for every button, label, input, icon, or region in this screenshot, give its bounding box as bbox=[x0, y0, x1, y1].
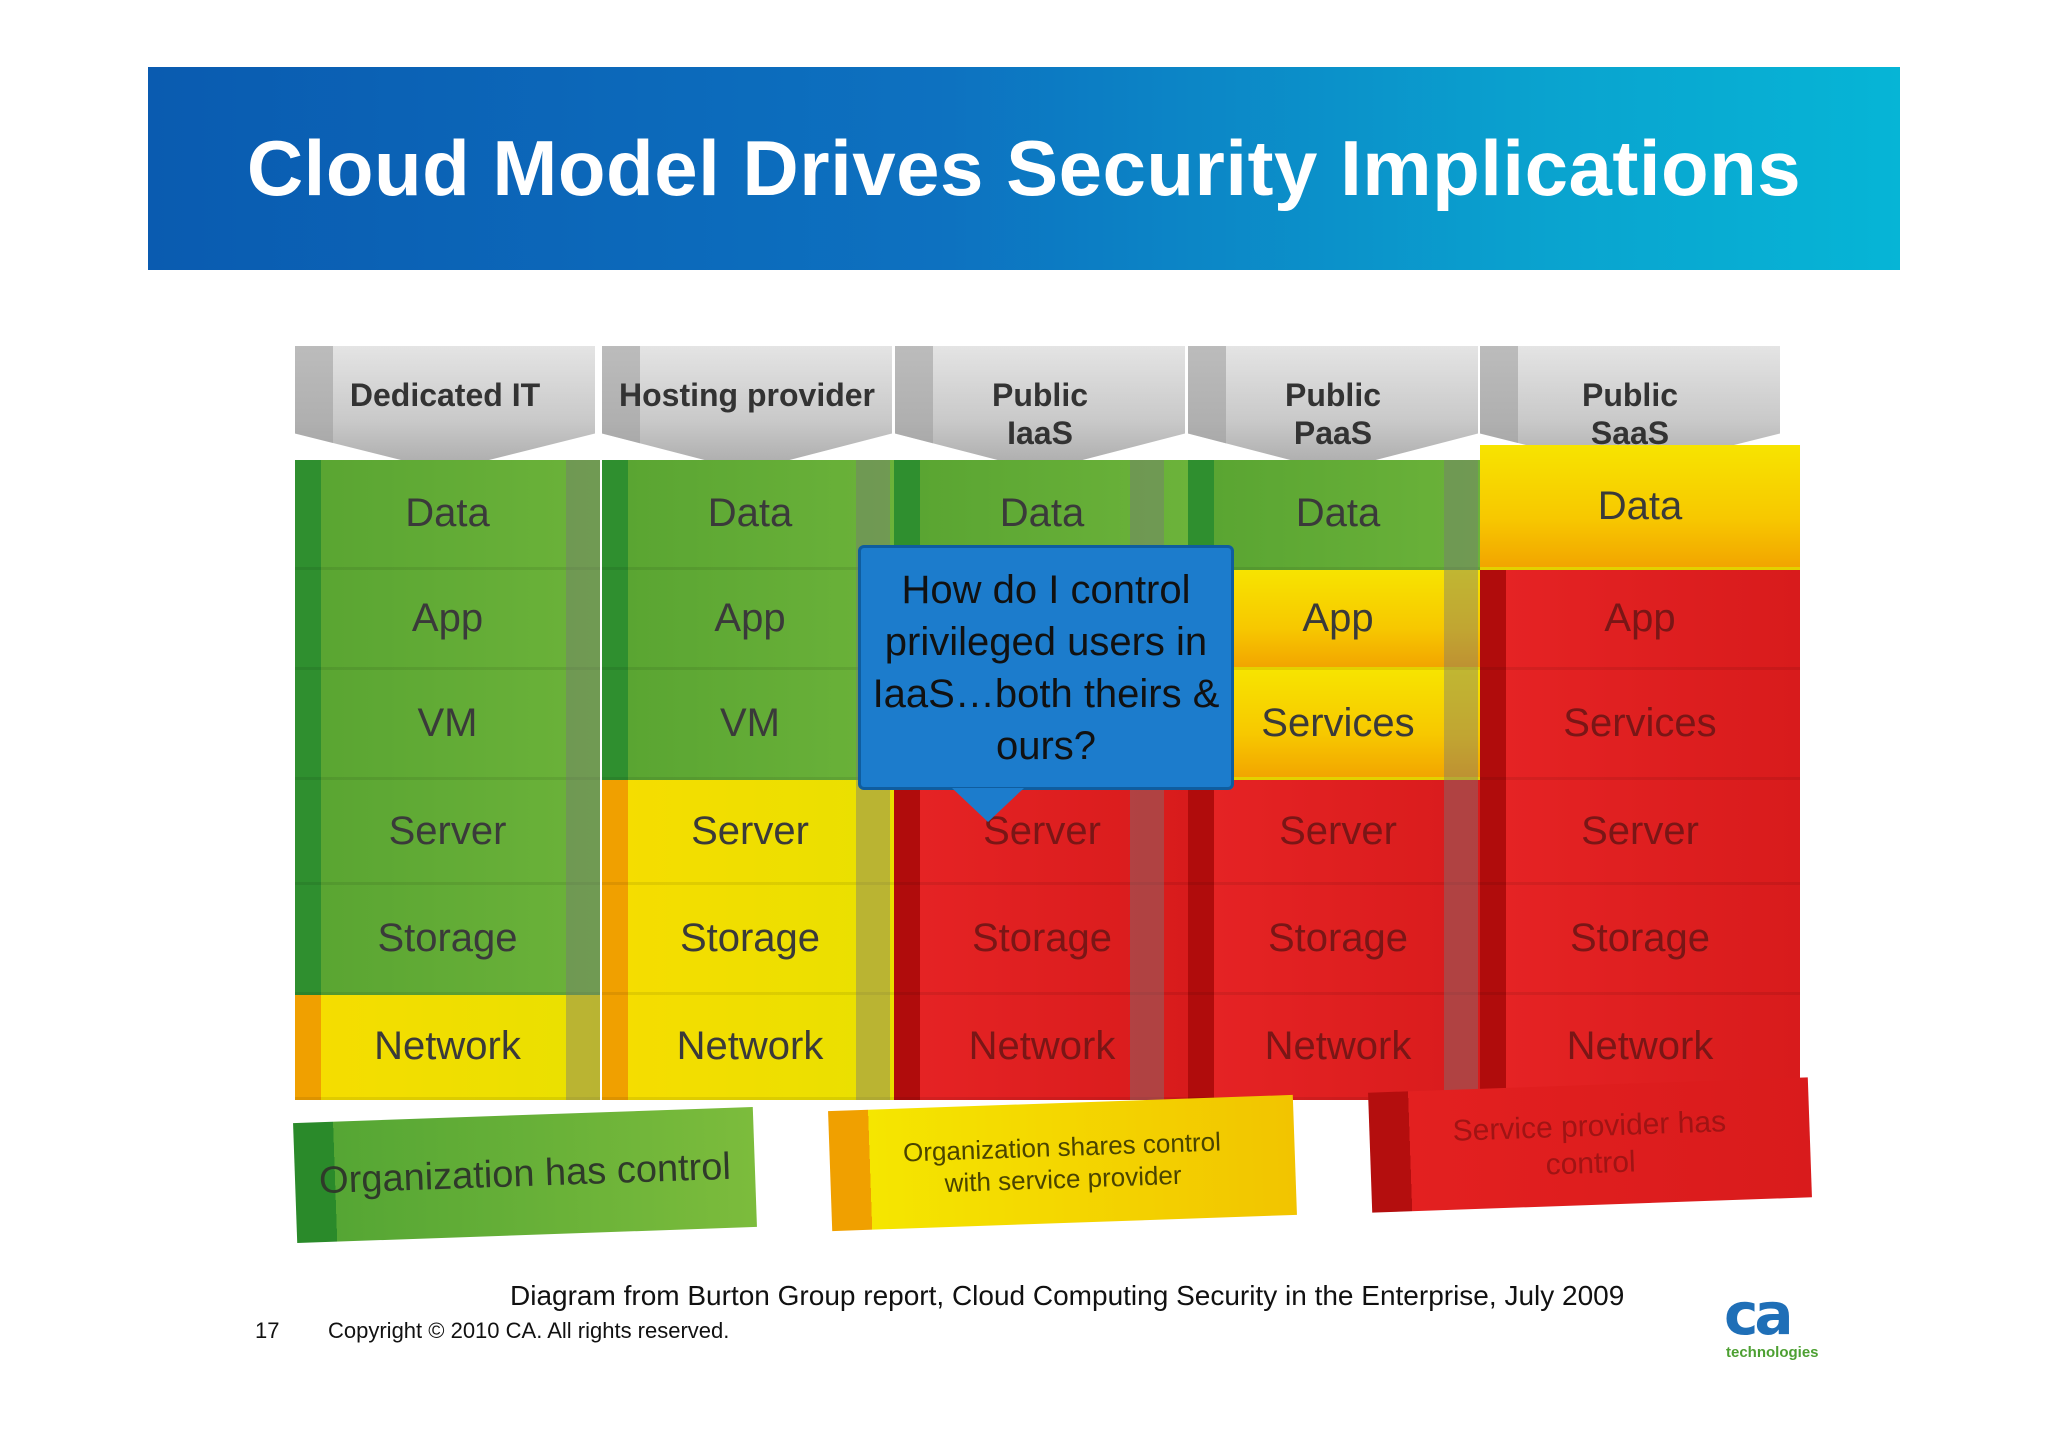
column-divider bbox=[1444, 460, 1478, 1100]
ca-technologies-logo: ca technologies bbox=[1724, 1280, 1819, 1364]
callout-pointer bbox=[952, 788, 1024, 822]
layer-data: Data bbox=[1480, 445, 1800, 570]
layer-services: Services bbox=[1188, 670, 1488, 780]
layer-server: Server bbox=[1480, 780, 1800, 885]
layer-storage: Storage bbox=[894, 885, 1190, 995]
legend-shared-control: Organization shares control with service… bbox=[828, 1094, 1297, 1232]
layer-storage: Storage bbox=[1188, 885, 1488, 995]
layer-network: Network bbox=[295, 995, 600, 1100]
layer-server: Server bbox=[295, 780, 600, 885]
layer-storage: Storage bbox=[602, 885, 898, 995]
layer-data: Data bbox=[1188, 460, 1488, 570]
column-header-public-iaas: Public IaaS bbox=[895, 346, 1185, 471]
layer-services: Services bbox=[1480, 670, 1800, 780]
page-title: Cloud Model Drives Security Implications bbox=[246, 124, 1802, 212]
layer-storage: Storage bbox=[295, 885, 600, 995]
layer-app: App bbox=[1480, 570, 1800, 670]
page-number: 17 bbox=[255, 1318, 280, 1343]
layer-server: Server bbox=[602, 780, 898, 885]
logo-mark: ca bbox=[1724, 1280, 1794, 1348]
layer-data: Data bbox=[295, 460, 600, 570]
layer-app: App bbox=[295, 570, 600, 670]
layer-network: Network bbox=[602, 995, 898, 1100]
layer-data: Data bbox=[602, 460, 898, 570]
logo-text: technologies bbox=[1726, 1344, 1819, 1361]
column-header-hosting-provider: Hosting provider bbox=[602, 346, 892, 471]
layer-network: Network bbox=[894, 995, 1190, 1100]
layer-server: Server bbox=[894, 780, 1190, 885]
column-header-dedicated-it: Dedicated IT bbox=[295, 346, 595, 471]
diagram-source-caption: Diagram from Burton Group report, Cloud … bbox=[510, 1280, 1625, 1311]
copyright-notice: Copyright © 2010 CA. All rights reserved… bbox=[328, 1318, 730, 1343]
cloud-model-diagram: Dedicated IT Hosting provider Public Iaa… bbox=[290, 330, 1820, 1270]
column-header-public-paas: Public PaaS bbox=[1188, 346, 1478, 471]
layer-storage: Storage bbox=[1480, 885, 1800, 995]
callout-box: How do I control privileged users in Iaa… bbox=[858, 545, 1234, 790]
column-divider bbox=[566, 460, 600, 1100]
layer-vm: VM bbox=[602, 670, 898, 780]
layer-app: App bbox=[1188, 570, 1488, 670]
title-banner: Cloud Model Drives Security Implications bbox=[148, 67, 1900, 270]
layer-server: Server bbox=[1188, 780, 1488, 885]
layer-vm: VM bbox=[295, 670, 600, 780]
layer-network: Network bbox=[1188, 995, 1488, 1100]
legend-provider-control: Service provider has control bbox=[1368, 1077, 1812, 1213]
layer-app: App bbox=[602, 570, 898, 670]
legend-organization-control: Organization has control bbox=[293, 1107, 757, 1243]
